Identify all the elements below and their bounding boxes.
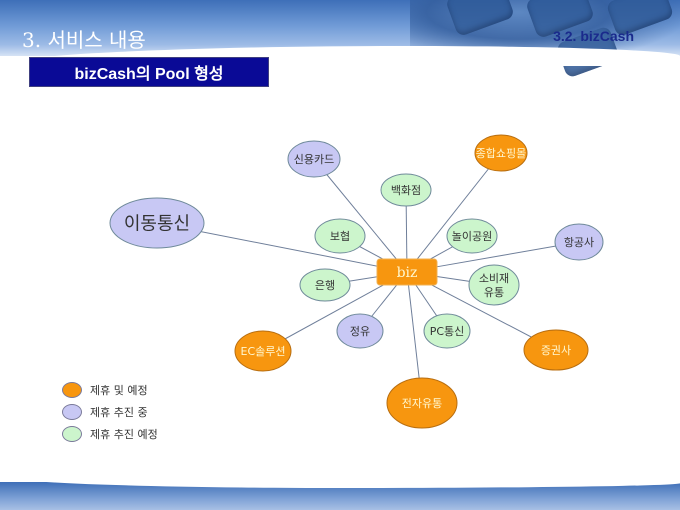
partner-node: 항공사 <box>554 223 604 261</box>
node-label: 은행 <box>315 279 335 292</box>
hub-box <box>376 258 438 286</box>
legend-label: 제휴 추진 예정 <box>90 428 158 441</box>
legend-swatch <box>62 404 82 420</box>
slide-title: bizCash의 Pool 형성 <box>29 57 269 87</box>
node-ellipse <box>234 330 292 372</box>
connector-line <box>313 158 399 262</box>
node-label: 백화점 <box>391 184 421 197</box>
legend-swatch <box>62 382 82 398</box>
node-label: 종합쇼핑몰 <box>476 147 527 160</box>
node-ellipse <box>380 173 432 207</box>
node-ellipse <box>287 140 341 178</box>
legend-item: 제휴 추진 중 <box>62 401 158 423</box>
connector-line <box>430 241 580 269</box>
node-label: 보협 <box>330 230 350 243</box>
biz-hub: biz <box>376 258 438 286</box>
node-ellipse <box>314 218 366 254</box>
node-ellipse <box>386 377 458 429</box>
node-ellipse <box>474 134 528 172</box>
node-ellipse <box>446 218 498 254</box>
node-ellipse <box>109 197 205 249</box>
node-label: EC솔루션 <box>241 345 286 358</box>
node-ellipse <box>299 268 351 302</box>
legend-label: 제휴 추진 중 <box>90 406 148 419</box>
node-ellipse <box>423 313 471 349</box>
node-ellipse <box>468 264 520 306</box>
node-label: 이동통신 <box>124 213 190 234</box>
legend-item: 제휴 및 예정 <box>62 379 158 401</box>
section-subtitle: 3.2. bizCash <box>553 28 634 44</box>
section-title: 3. 서비스 내용 <box>22 28 146 52</box>
legend: 제휴 및 예정 제휴 추진 중 제휴 추진 예정 <box>62 379 158 445</box>
partner-node: 백화점 <box>380 173 432 207</box>
legend-swatch <box>62 426 82 442</box>
node-label: 신용카드 <box>294 153 334 166</box>
node-label: 전자유통 <box>402 397 442 410</box>
partner-node: 신용카드 <box>287 140 341 178</box>
partner-node: 증권사 <box>523 329 589 371</box>
partner-node: EC솔루션 <box>234 330 292 372</box>
node-label: PC통신 <box>430 325 465 338</box>
legend-item: 제휴 추진 예정 <box>62 423 158 445</box>
node-ellipse <box>523 329 589 371</box>
partner-node: 종합쇼핑몰 <box>474 134 528 172</box>
slide-footer <box>0 476 680 510</box>
connector-line <box>414 152 502 262</box>
legend-label: 제휴 및 예정 <box>90 384 148 397</box>
partner-node: 전자유통 <box>386 377 458 429</box>
node-ellipse <box>336 313 384 349</box>
hub-label: biz <box>397 265 418 281</box>
node-label: 놀이공원 <box>452 230 492 243</box>
node-ellipse <box>554 223 604 261</box>
partner-node: 이동통신 <box>109 197 205 249</box>
partner-node: 보협 <box>314 218 366 254</box>
node-label: 항공사 <box>564 236 594 249</box>
partner-node: 놀이공원 <box>446 218 498 254</box>
partner-node: PC통신 <box>423 313 471 349</box>
partner-node: 정유 <box>336 313 384 349</box>
partner-node: 은행 <box>299 268 351 302</box>
node-label: 증권사 <box>541 344 571 357</box>
node-label: 정유 <box>350 325 370 338</box>
